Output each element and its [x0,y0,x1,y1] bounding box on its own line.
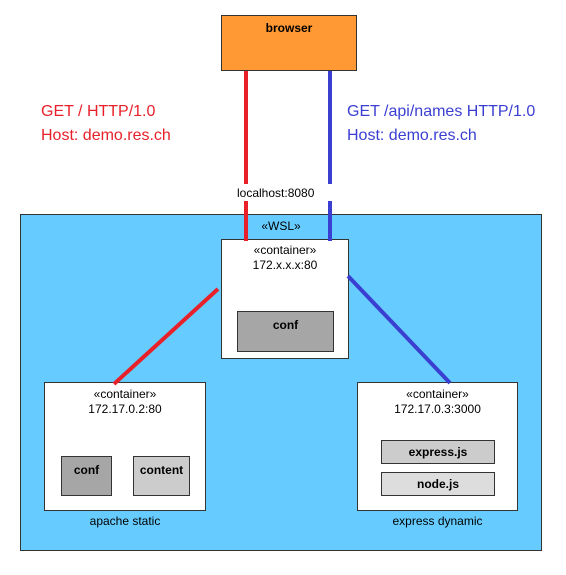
request-left-annotation: GET / HTTP/1.0 Host: demo.res.ch [41,100,171,148]
static-content-label: content [139,463,184,477]
static-content-module: content [133,456,190,496]
express-label: express.js [408,445,468,459]
request-left-line1: GET / HTTP/1.0 [41,103,156,120]
proxy-stereotype: «container» [253,243,317,257]
proxy-container: «container» 172.x.x.x:80 conf [221,239,349,359]
browser-label: browser [265,21,313,35]
proxy-address: 172.x.x.x:80 [252,258,318,272]
static-address: 172.17.0.2:80 [88,402,162,416]
browser-node: browser [221,15,357,71]
port-label: localhost:8080 [237,186,315,200]
node-module: node.js [381,472,495,496]
static-conf-module: conf [61,456,112,496]
request-left-line2: Host: demo.res.ch [41,127,171,144]
request-right-line2: Host: demo.res.ch [347,127,477,144]
node-label: node.js [416,477,459,491]
express-module: express.js [381,440,495,464]
dynamic-stereotype: «container» [406,387,469,401]
dynamic-address: 172.17.0.3:3000 [394,402,481,416]
static-caption: apache static [89,514,161,528]
wsl-label: «WSL» [261,219,301,233]
static-stereotype: «container» [93,387,157,401]
static-conf-label: conf [73,463,100,477]
dynamic-caption: express dynamic [392,514,483,528]
request-right-line1: GET /api/names HTTP/1.0 [347,103,536,120]
dynamic-container: «container» 172.17.0.3:3000 express.js n… [357,382,518,511]
request-right-annotation: GET /api/names HTTP/1.0 Host: demo.res.c… [347,100,535,148]
static-container: «container» 172.17.0.2:80 conf content [44,382,206,511]
proxy-conf-module: conf [237,311,334,352]
proxy-conf-label: conf [272,318,299,332]
